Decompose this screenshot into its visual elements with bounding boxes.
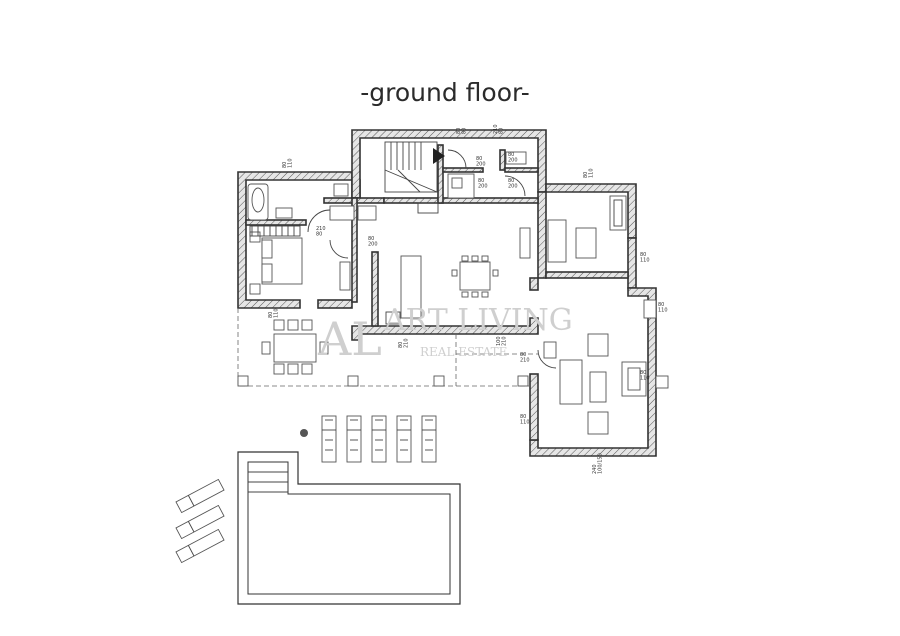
dim-label: 80110 — [282, 158, 294, 168]
dim-label: 240100/150 — [592, 453, 604, 474]
watermark: AL ART LIVING REAL ESTATE — [317, 303, 573, 366]
staircase — [384, 141, 445, 214]
exterior-walls — [237, 129, 657, 457]
lounge-upper — [547, 195, 627, 263]
living-room — [537, 299, 669, 435]
swimming-pool — [237, 451, 461, 605]
dim-label: 80110 — [268, 308, 280, 318]
dim-label: 8080 — [456, 128, 468, 134]
watermark-sub: REAL ESTATE — [420, 345, 507, 359]
dim-label: 21080 — [493, 124, 505, 134]
interior-walls — [245, 144, 629, 327]
plan-title: -ground floor- — [360, 78, 530, 107]
garden-light-icon — [300, 429, 308, 437]
dim-label: 100210 — [496, 336, 508, 346]
watermark-logo: AL — [317, 312, 382, 366]
bathroom-left — [247, 183, 377, 221]
wc-right — [447, 149, 527, 199]
sun-loungers — [175, 415, 437, 564]
kitchen-dining — [385, 227, 531, 325]
terrace-outline — [237, 308, 557, 387]
dim-label: 80110 — [583, 168, 595, 178]
dim-label: 80210 — [398, 338, 410, 348]
stair-arrow-icon — [433, 148, 445, 164]
watermark-main: ART LIVING — [383, 303, 573, 338]
bedroom — [249, 209, 351, 295]
